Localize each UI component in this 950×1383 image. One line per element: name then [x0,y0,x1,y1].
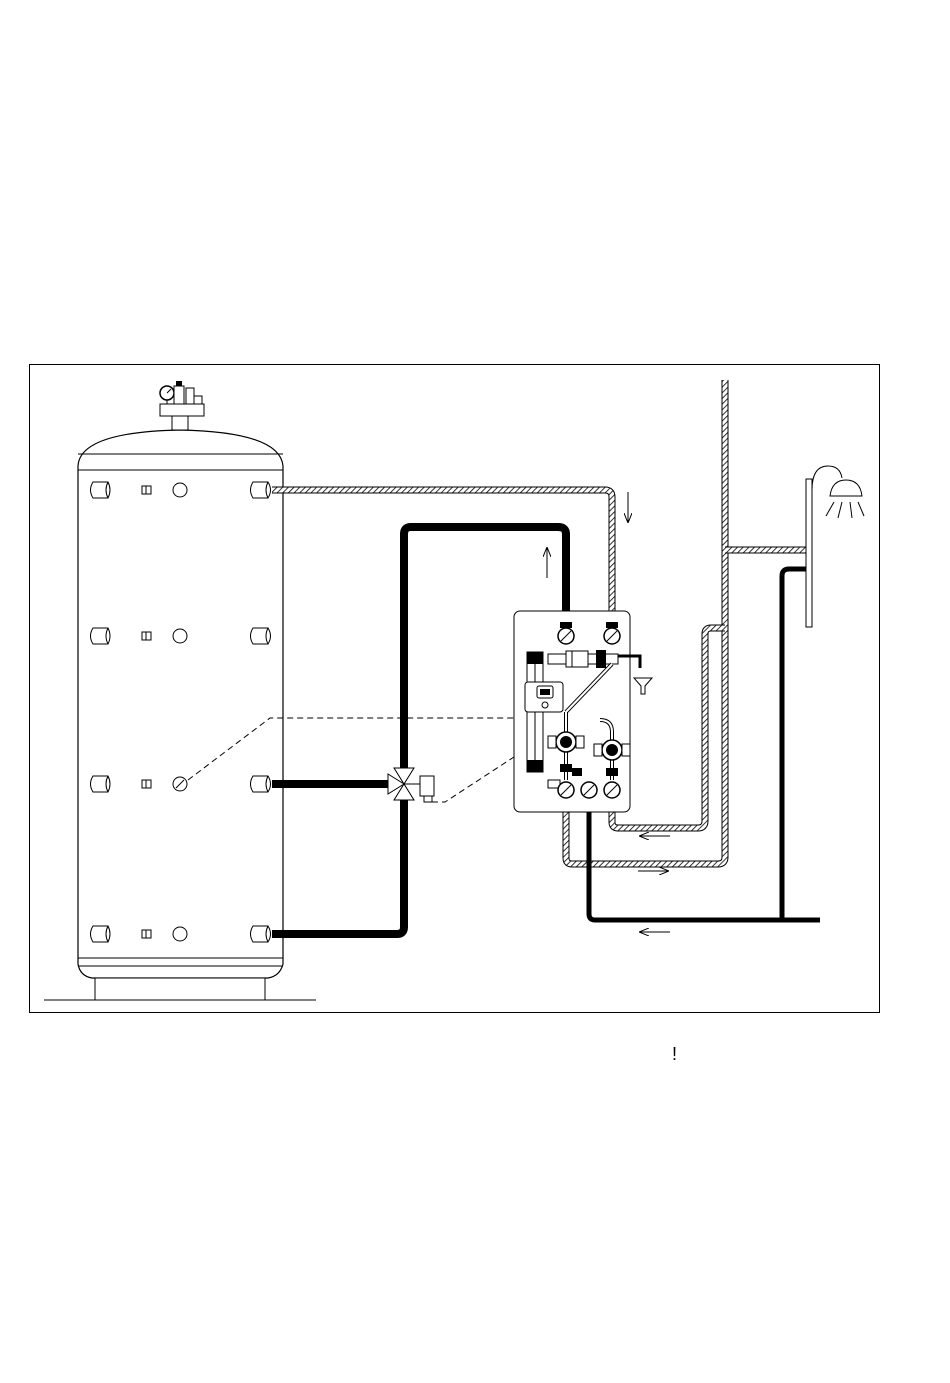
shower-spray-2 [838,502,842,518]
shower-riser [806,479,812,627]
note-mark: ! [672,1044,677,1064]
actuator-plug [424,796,432,802]
heat-exchanger-top-cap [527,652,543,664]
tank-safety-group [160,381,204,416]
ball-valve-circulation [604,782,620,798]
thermometer-port [173,927,187,941]
shower-cold-branch [782,569,808,920]
safety-valve-icon [186,388,194,404]
safety-valve-outlet [194,396,202,404]
ball-valve-primary-out [604,622,620,644]
drain-funnel-icon [634,678,652,694]
ball-valve-hot-out [558,782,574,798]
flow-meter [566,651,588,667]
buffer-tank [78,416,283,1000]
controller-knob [542,702,548,708]
tank-neck [172,416,188,430]
heating-pipe-lower [272,798,404,934]
thermometer-port [173,629,187,643]
tank-stand [95,978,265,1000]
air-vent-icon [174,386,184,404]
three-way-mixing-valve [388,768,434,802]
air-vent-cap [176,381,182,386]
shower-spray-1 [826,502,834,516]
fresh-water-station [514,611,652,812]
safety-group-base [160,404,204,416]
shower-outlet [806,466,864,627]
thermometer-port [173,483,187,497]
lower-fitting-right [606,768,618,776]
ball-valve-cold-in [581,782,597,798]
heat-exchanger-bottom-cap [527,760,543,772]
lower-fitting-mid [572,768,582,776]
tank-body [78,430,283,978]
manifold-fitting [596,650,606,668]
shower-spray-3 [850,502,852,518]
ball-valve-primary-in [558,622,574,644]
shower-spray-4 [858,502,864,516]
valve-actuator [420,776,434,796]
controller-display-inner [540,689,550,695]
shower-head-icon [830,480,862,496]
lower-fitting-left [560,764,572,772]
